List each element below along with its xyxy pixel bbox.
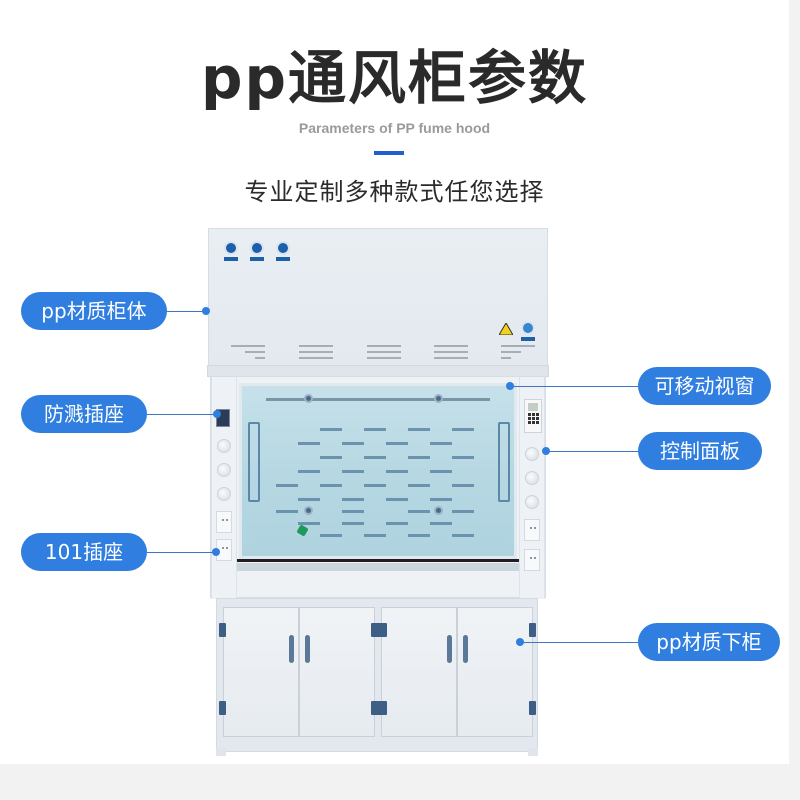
valve-knob xyxy=(525,471,539,485)
cabinet-door xyxy=(299,607,375,737)
callout-cabinet-body: pp材质柜体 xyxy=(21,292,167,330)
power-socket xyxy=(524,519,540,541)
callout-dot xyxy=(542,447,550,455)
tagline: 专业定制多种款式任您选择 xyxy=(244,178,545,206)
socket-101 xyxy=(216,539,232,561)
door-handle xyxy=(305,635,310,663)
callout-lower-cabinet: pp材质下柜 xyxy=(638,623,780,661)
movable-sash-window xyxy=(239,383,517,559)
callout-leader-line xyxy=(147,414,217,415)
cabinet-body-upper xyxy=(207,228,549,377)
sash-handle-bar xyxy=(237,559,521,562)
safety-sign-icon xyxy=(249,241,265,263)
title-divider xyxy=(374,151,404,155)
callout-socket-101: 101插座 xyxy=(21,533,147,571)
page-subtitle-english: Parameters of PP fume hood xyxy=(298,120,491,136)
door-handle xyxy=(447,635,452,663)
callout-control-panel: 控制面板 xyxy=(638,432,762,470)
callout-dot xyxy=(212,548,220,556)
valve-knob xyxy=(217,439,231,453)
callout-leader-line xyxy=(510,386,638,387)
callout-leader-line xyxy=(147,552,217,553)
warning-triangle-icon xyxy=(499,323,513,335)
product-detail-page: pp通风柜参数 Parameters of PP fume hood 专业定制多… xyxy=(0,0,789,764)
safety-sign-icon xyxy=(275,241,291,263)
vent-slots xyxy=(231,345,265,363)
callout-splash-proof-socket: 防溅插座 xyxy=(21,395,147,433)
callout-dot xyxy=(506,382,514,390)
callout-movable-sash-window: 可移动视窗 xyxy=(638,367,771,405)
callout-dot xyxy=(516,638,524,646)
vent-slots xyxy=(434,345,468,363)
cabinet-door xyxy=(457,607,533,737)
power-socket xyxy=(216,511,232,533)
callout-dot xyxy=(213,410,221,418)
right-service-column xyxy=(519,377,545,599)
vent-slots xyxy=(501,345,535,363)
left-service-column xyxy=(211,377,237,599)
door-handle xyxy=(289,635,294,663)
callout-dot xyxy=(202,307,210,315)
cabinet-door xyxy=(223,607,299,737)
page-title: pp通风柜参数 xyxy=(200,44,589,112)
work-chamber xyxy=(210,376,546,599)
callout-leader-line xyxy=(167,311,206,312)
lower-cabinet xyxy=(216,598,538,752)
valve-knob xyxy=(525,495,539,509)
faucet-icon xyxy=(296,524,309,537)
door-handle xyxy=(463,635,468,663)
valve-knob xyxy=(525,447,539,461)
callout-leader-line xyxy=(546,451,638,452)
fan-sign-icon xyxy=(520,321,536,343)
power-socket xyxy=(524,549,540,571)
vent-slots xyxy=(299,345,333,363)
safety-sign-icon xyxy=(223,241,239,263)
fume-hood-image xyxy=(207,228,549,756)
valve-knob xyxy=(217,463,231,477)
valve-knob xyxy=(217,487,231,501)
vent-slots xyxy=(367,345,401,363)
cabinet-door xyxy=(381,607,457,737)
control-panel xyxy=(524,399,542,433)
callout-leader-line xyxy=(520,642,638,643)
